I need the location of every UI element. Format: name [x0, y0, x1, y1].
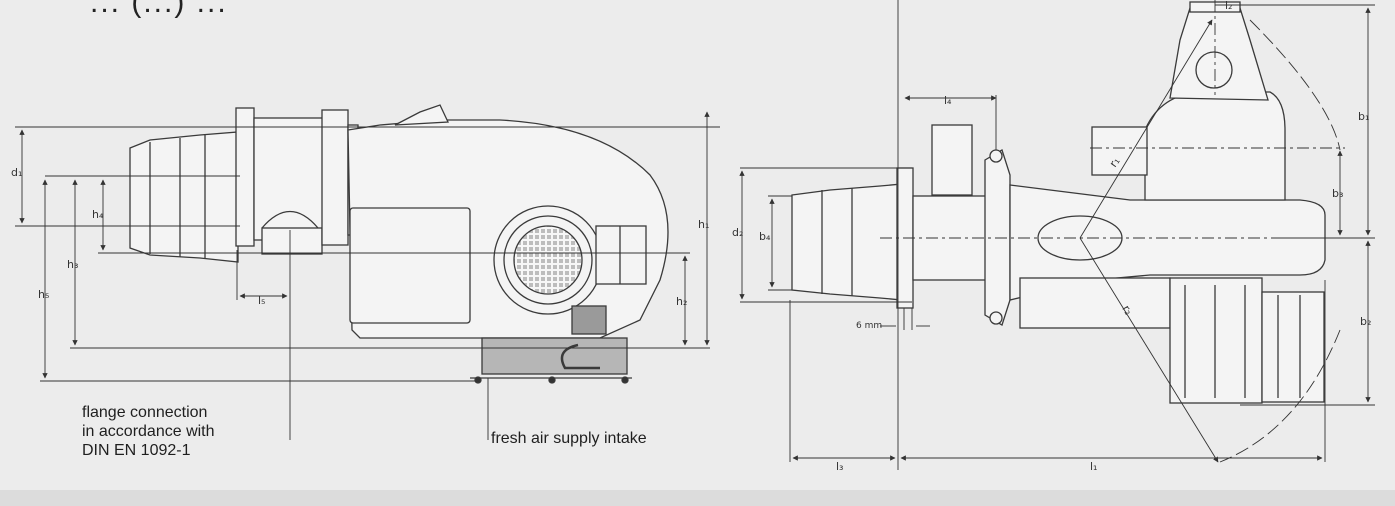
dim-l1: l₁ — [1090, 460, 1097, 473]
side-view-burner — [129, 104, 669, 384]
caption-line-1: flange connection — [82, 404, 208, 421]
control-box — [349, 207, 471, 324]
top-view-motor — [1169, 277, 1263, 404]
dim-b3: b₃ — [1332, 187, 1343, 200]
dim-h2: h₂ — [676, 295, 687, 308]
dim-h4: h₄ — [92, 208, 104, 221]
caption-line-2: in accordance with — [82, 423, 215, 440]
top-view-dimensions — [739, 0, 1375, 470]
side-view-dimension-labels: d₁ h₄ h₃ h₅ l₅ h₁ h₂ — [11, 166, 709, 308]
dim-h3: h₃ — [67, 258, 78, 271]
dim-l4: l₄ — [944, 94, 952, 107]
side-view-dimensions — [15, 111, 720, 440]
caption-line-3: DIN EN 1092-1 — [82, 442, 191, 459]
dim-b1: b₁ — [1358, 110, 1369, 123]
mounting-flange — [235, 107, 255, 247]
dim-d1: d₁ — [11, 166, 22, 179]
page-heading-fragment: ... (...) ... — [90, 0, 228, 19]
dim-l5: l₅ — [258, 294, 265, 307]
fresh-air-box — [481, 337, 628, 375]
air-inlet — [595, 225, 647, 285]
fresh-air-caption: fresh air supply intake — [491, 430, 647, 447]
flange-connection-caption: flange connection in accordance with DIN… — [82, 403, 282, 460]
dim-d2: d₂ — [732, 226, 743, 239]
dim-b2: b₂ — [1360, 315, 1371, 328]
dim-h5: h₅ — [38, 288, 49, 301]
dim-gap: 6 mm — [856, 321, 882, 331]
dim-l2: l₂ — [1225, 0, 1232, 12]
top-view-burner — [791, 1, 1326, 404]
dim-h1: h₁ — [698, 218, 709, 231]
dim-l3: l₃ — [836, 460, 843, 473]
servo-motor — [571, 305, 607, 335]
dim-b4: b₄ — [759, 230, 771, 243]
flame-tube — [129, 131, 239, 263]
